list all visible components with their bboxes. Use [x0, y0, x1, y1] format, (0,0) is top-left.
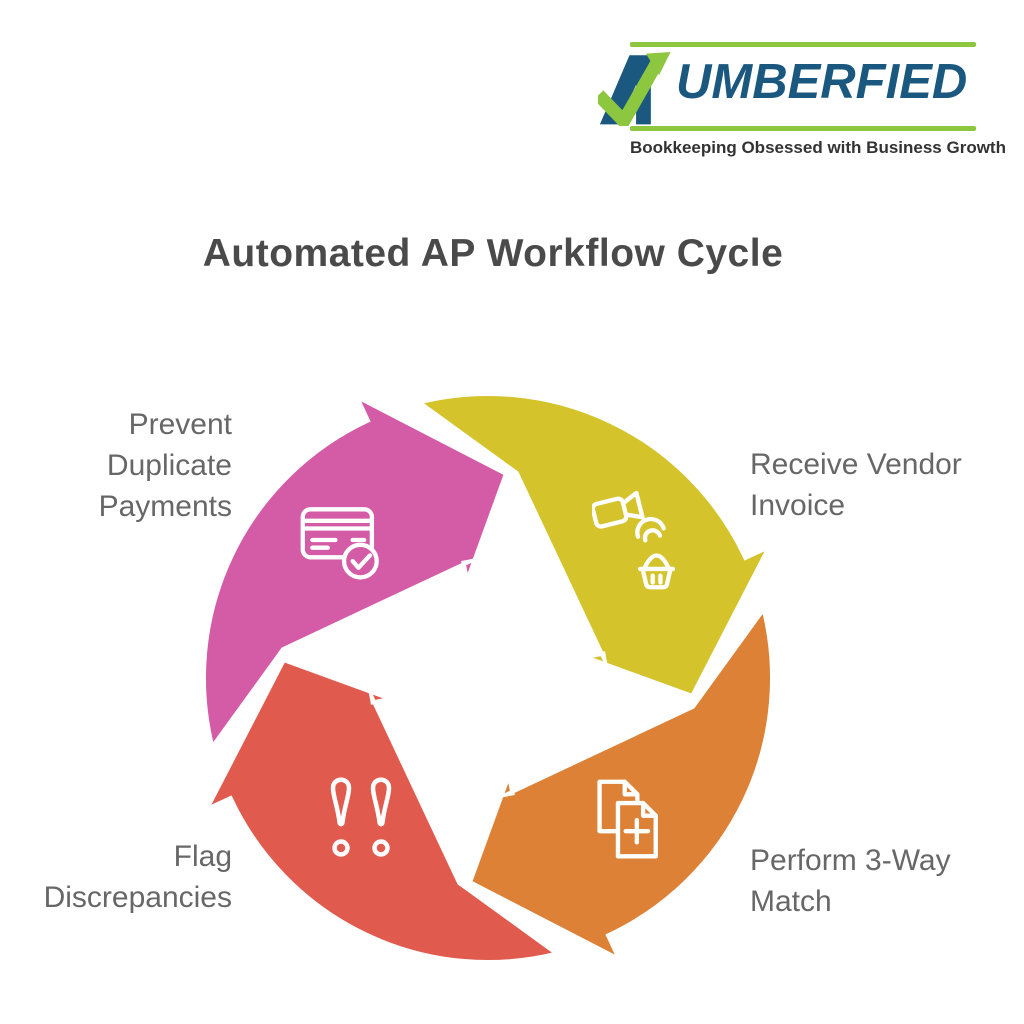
page-title: Automated AP Workflow Cycle	[202, 232, 784, 275]
cycle-arrow-receive	[414, 391, 774, 699]
step-label-prevent: Prevent Duplicate Payments	[98, 408, 232, 523]
logo-rule-top	[630, 42, 976, 47]
card-check-icon	[297, 492, 393, 588]
cycle-arrows	[201, 391, 775, 965]
step-label-flag: Flag Discrepancies	[43, 840, 232, 914]
double-exclamation-icon	[319, 772, 405, 862]
step-label-receive: Receive Vendor Invoice	[750, 448, 962, 522]
logo-rule-bottom	[630, 126, 976, 131]
logo-tagline: Bookkeeping Obsessed with Business Growt…	[630, 138, 1006, 157]
documents-plus-icon	[586, 774, 678, 866]
logo-wordmark: UMBERFIED	[676, 55, 968, 109]
logo-n-arrow-icon	[598, 52, 671, 126]
step-label-match: Perform 3-Way Match	[750, 844, 951, 918]
cycle-arrow-flag	[202, 657, 562, 965]
cycle-arrow-match	[467, 604, 775, 964]
camera-scan-basket-icon	[592, 490, 698, 594]
